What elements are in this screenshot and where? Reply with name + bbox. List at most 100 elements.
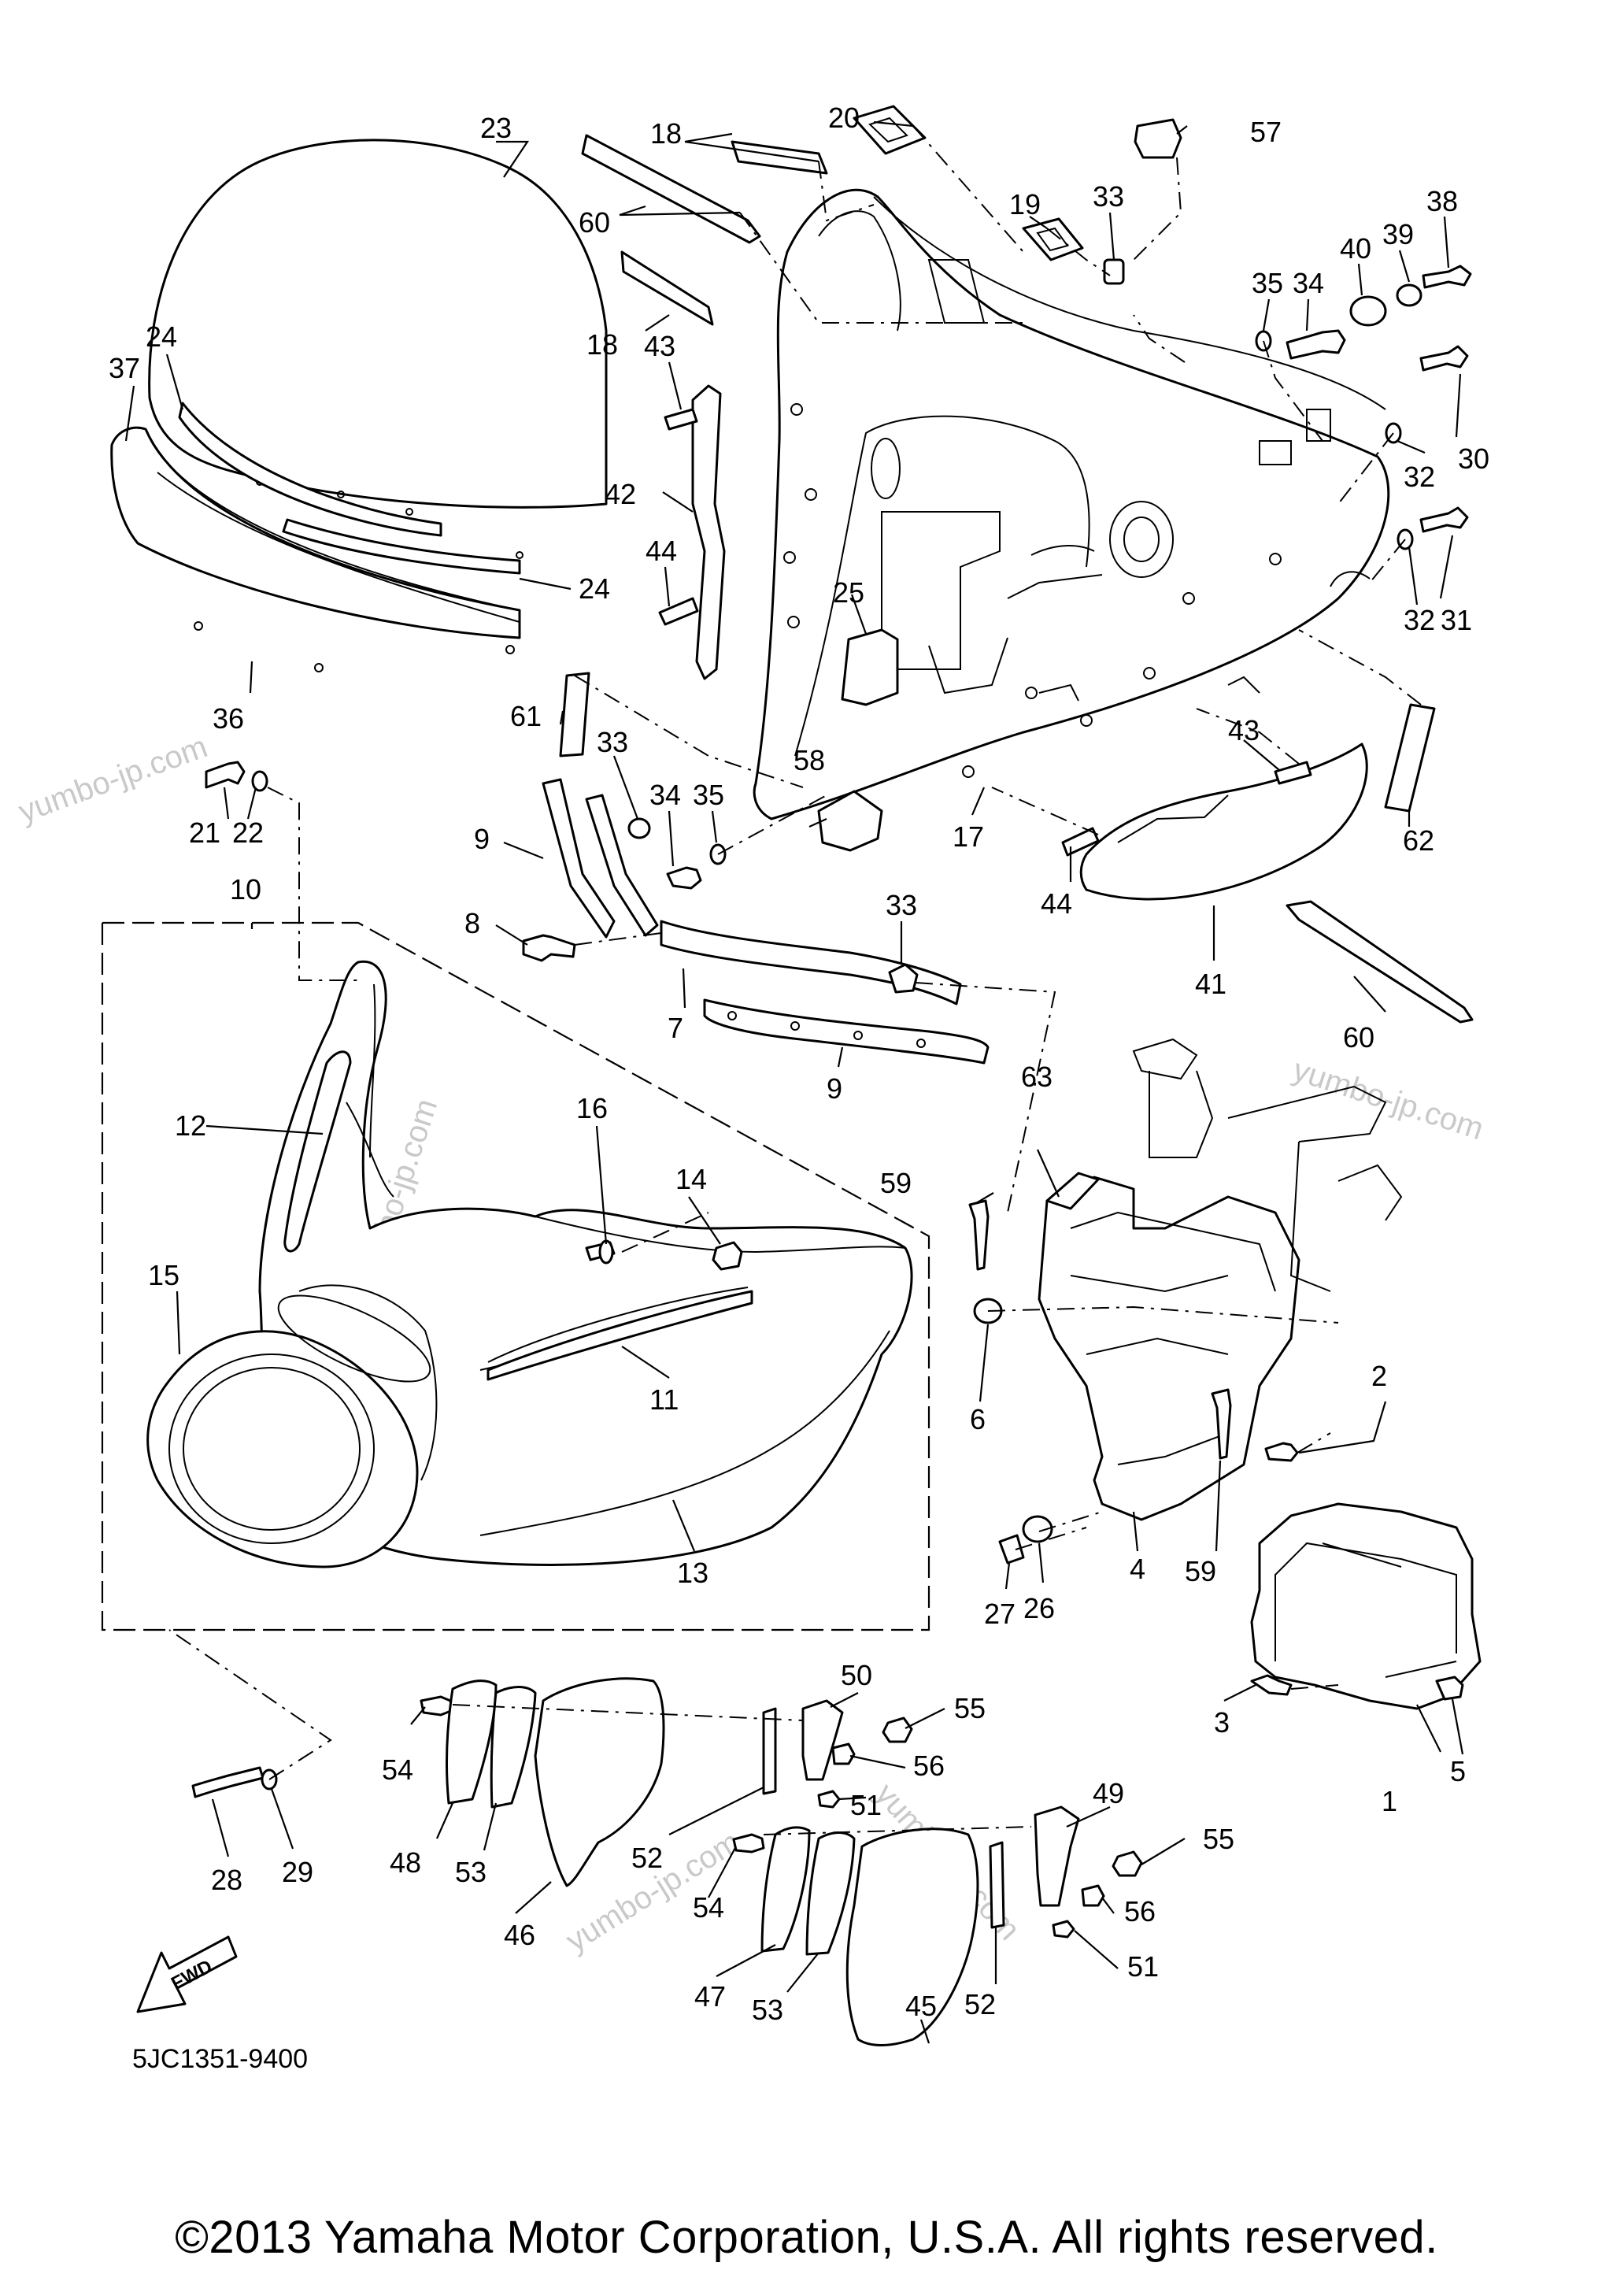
callout-label: 28 [211, 1864, 242, 1896]
callout-label: 61 [510, 700, 542, 732]
callout-label: 44 [1041, 887, 1072, 920]
stay-52-upper [762, 1707, 777, 1795]
callout-label: 35 [693, 779, 724, 811]
bolt-3 [1250, 1674, 1293, 1696]
callout-label: 18 [650, 117, 682, 150]
bracket-50 [801, 1699, 844, 1781]
callout-label: 41 [1195, 968, 1226, 1000]
callout-label: 55 [1203, 1823, 1234, 1855]
fwd-arrow-icon: FWD [136, 1935, 238, 2013]
damper-18-side [620, 250, 714, 326]
callout-label: 43 [1228, 714, 1260, 746]
screw-43-upper [664, 408, 698, 431]
callout-label: 62 [1403, 824, 1434, 857]
callout-label: 17 [953, 820, 984, 853]
callout-label: 55 [954, 1692, 986, 1724]
screw-16-head [598, 1239, 614, 1265]
callout-label: 33 [886, 889, 917, 921]
headlight-rim-15 [146, 1330, 419, 1568]
callout-label: 47 [694, 1980, 726, 2013]
bolt-30 [1419, 345, 1469, 372]
bracket-49 [1034, 1805, 1080, 1907]
callout-label: 34 [1293, 267, 1324, 299]
windshield [148, 139, 608, 559]
callout-label: 13 [677, 1557, 708, 1589]
grommet-33-top [1103, 258, 1125, 285]
callout-label: 30 [1458, 443, 1489, 475]
callout-label: 51 [850, 1789, 882, 1821]
lower-cover-41 [1079, 742, 1368, 901]
callout-label: 45 [905, 1990, 937, 2022]
callout-label: 26 [1023, 1592, 1055, 1624]
watermark: yumbo-jp.com [1289, 1053, 1488, 1146]
clip-57 [1134, 118, 1182, 159]
callout-label: 57 [1250, 116, 1282, 148]
callout-label: 10 [230, 873, 261, 905]
callout-label: 50 [841, 1659, 872, 1691]
collar-27 [998, 1534, 1025, 1565]
callout-label: 54 [382, 1753, 413, 1786]
callout-label: 19 [1009, 188, 1041, 220]
callout-labels: 1 2 3 4 5 6 7 8 9 9 10 11 12 13 14 15 16… [109, 102, 1489, 2026]
callout-label: 52 [631, 1842, 663, 1874]
callout-label: 59 [1185, 1555, 1216, 1587]
callout-label: 24 [146, 320, 177, 353]
bolt-31 [1419, 506, 1469, 533]
callout-label: 56 [913, 1750, 945, 1782]
diagram-code: 5JC1351-9400 [132, 2044, 309, 2074]
bolt-56-upper [831, 1742, 856, 1765]
callout-label: 60 [579, 206, 610, 239]
grommet-33-left [627, 817, 651, 839]
bolt-2 [1264, 1442, 1299, 1462]
bracket-25 [841, 628, 899, 706]
callout-label: 20 [828, 102, 860, 134]
bolt-54-lower [732, 1833, 765, 1853]
callout-label: 2 [1371, 1360, 1387, 1392]
brace-9-left-inner [585, 794, 659, 937]
callout-label: 18 [586, 328, 618, 361]
stay-7 [660, 920, 962, 1005]
bolt-51-upper [817, 1790, 841, 1809]
trim-12 [283, 1050, 352, 1253]
callout-label: 35 [1252, 267, 1283, 299]
seal-19 [1022, 217, 1084, 261]
callout-label: 48 [390, 1846, 421, 1879]
callout-label: 15 [148, 1259, 179, 1291]
callout-label: 4 [1130, 1553, 1145, 1585]
callout-label: 1 [1382, 1785, 1397, 1817]
pad-63 [1045, 1172, 1100, 1210]
screw-44-right [1061, 827, 1100, 857]
stay-52-lower [989, 1841, 1005, 1929]
tie-59-lower [1211, 1388, 1232, 1460]
tie-59-upper [968, 1199, 990, 1271]
callout-label: 58 [794, 744, 825, 776]
callout-label: 37 [109, 352, 140, 384]
callout-label: 46 [504, 1919, 535, 1951]
callout-label: 39 [1382, 218, 1414, 250]
callout-label: 49 [1093, 1777, 1124, 1809]
callout-label: 8 [464, 907, 480, 939]
callout-label: 23 [480, 112, 512, 144]
bolt-8 [522, 934, 576, 962]
screw-43-right [1274, 761, 1312, 785]
callout-label: 52 [964, 1988, 996, 2020]
panel-47 [760, 1826, 811, 1953]
inner-fairing [753, 188, 1390, 820]
callout-label: 31 [1441, 604, 1472, 636]
callout-label: 56 [1124, 1895, 1156, 1928]
bolt-51-lower [1052, 1920, 1075, 1939]
callout-label: 54 [693, 1891, 724, 1924]
brace-9-lower [703, 998, 990, 1065]
bolt-34-top [1286, 329, 1346, 360]
callout-label: 63 [1021, 1061, 1053, 1093]
panel-45 [845, 1828, 979, 2046]
strip-62 [1384, 703, 1436, 813]
damper-18-top [731, 140, 828, 175]
callout-label: 51 [1127, 1950, 1159, 1983]
callout-label: 25 [833, 576, 864, 609]
callout-label: 40 [1340, 232, 1371, 265]
callout-label: 33 [1093, 180, 1124, 213]
seal-20 [853, 105, 927, 155]
callout-label: 36 [213, 702, 244, 735]
callout-label: 12 [175, 1109, 206, 1142]
